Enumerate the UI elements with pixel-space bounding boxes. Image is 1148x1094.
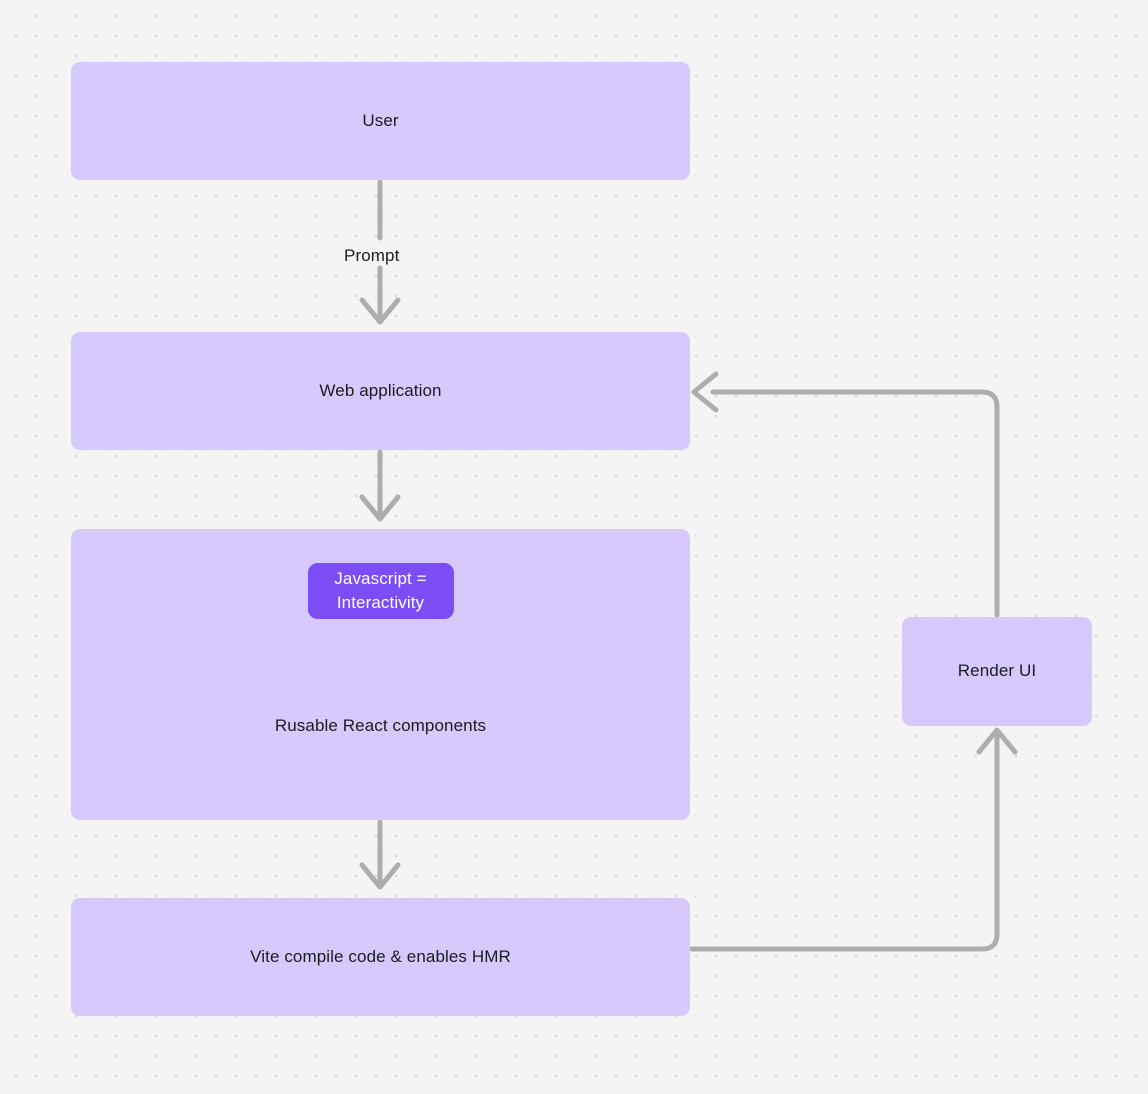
node-web-application-label: Web application	[319, 380, 442, 400]
edge-web-to-components	[359, 449, 401, 522]
node-javascript-interactivity-label: Javascript = Interactivity	[334, 569, 427, 613]
node-web-application[interactable]: Web application	[71, 332, 690, 450]
node-components-caption: Rusable React components	[274, 716, 487, 735]
node-render-ui-label: Render UI	[957, 661, 1037, 681]
edge-render-to-web	[691, 371, 1000, 618]
node-vite-compile-label: Vite compile code & enables HMR	[250, 946, 511, 966]
edge-label-prompt: Prompt	[344, 246, 400, 265]
node-reusable-react-components[interactable]: HTML = structure CSS = Styles & Layouts …	[71, 529, 690, 820]
node-user[interactable]: User	[71, 62, 690, 180]
node-render-ui[interactable]: Render UI	[902, 617, 1092, 726]
edge-components-to-vite	[359, 819, 401, 890]
inner-node-row: HTML = structure CSS = Styles & Layouts …	[71, 563, 690, 673]
node-user-label: User	[362, 110, 399, 130]
node-javascript-interactivity[interactable]: Javascript = Interactivity	[307, 563, 454, 620]
edge-vite-to-render	[689, 727, 1018, 952]
node-vite-compile[interactable]: Vite compile code & enables HMR	[71, 898, 690, 1016]
